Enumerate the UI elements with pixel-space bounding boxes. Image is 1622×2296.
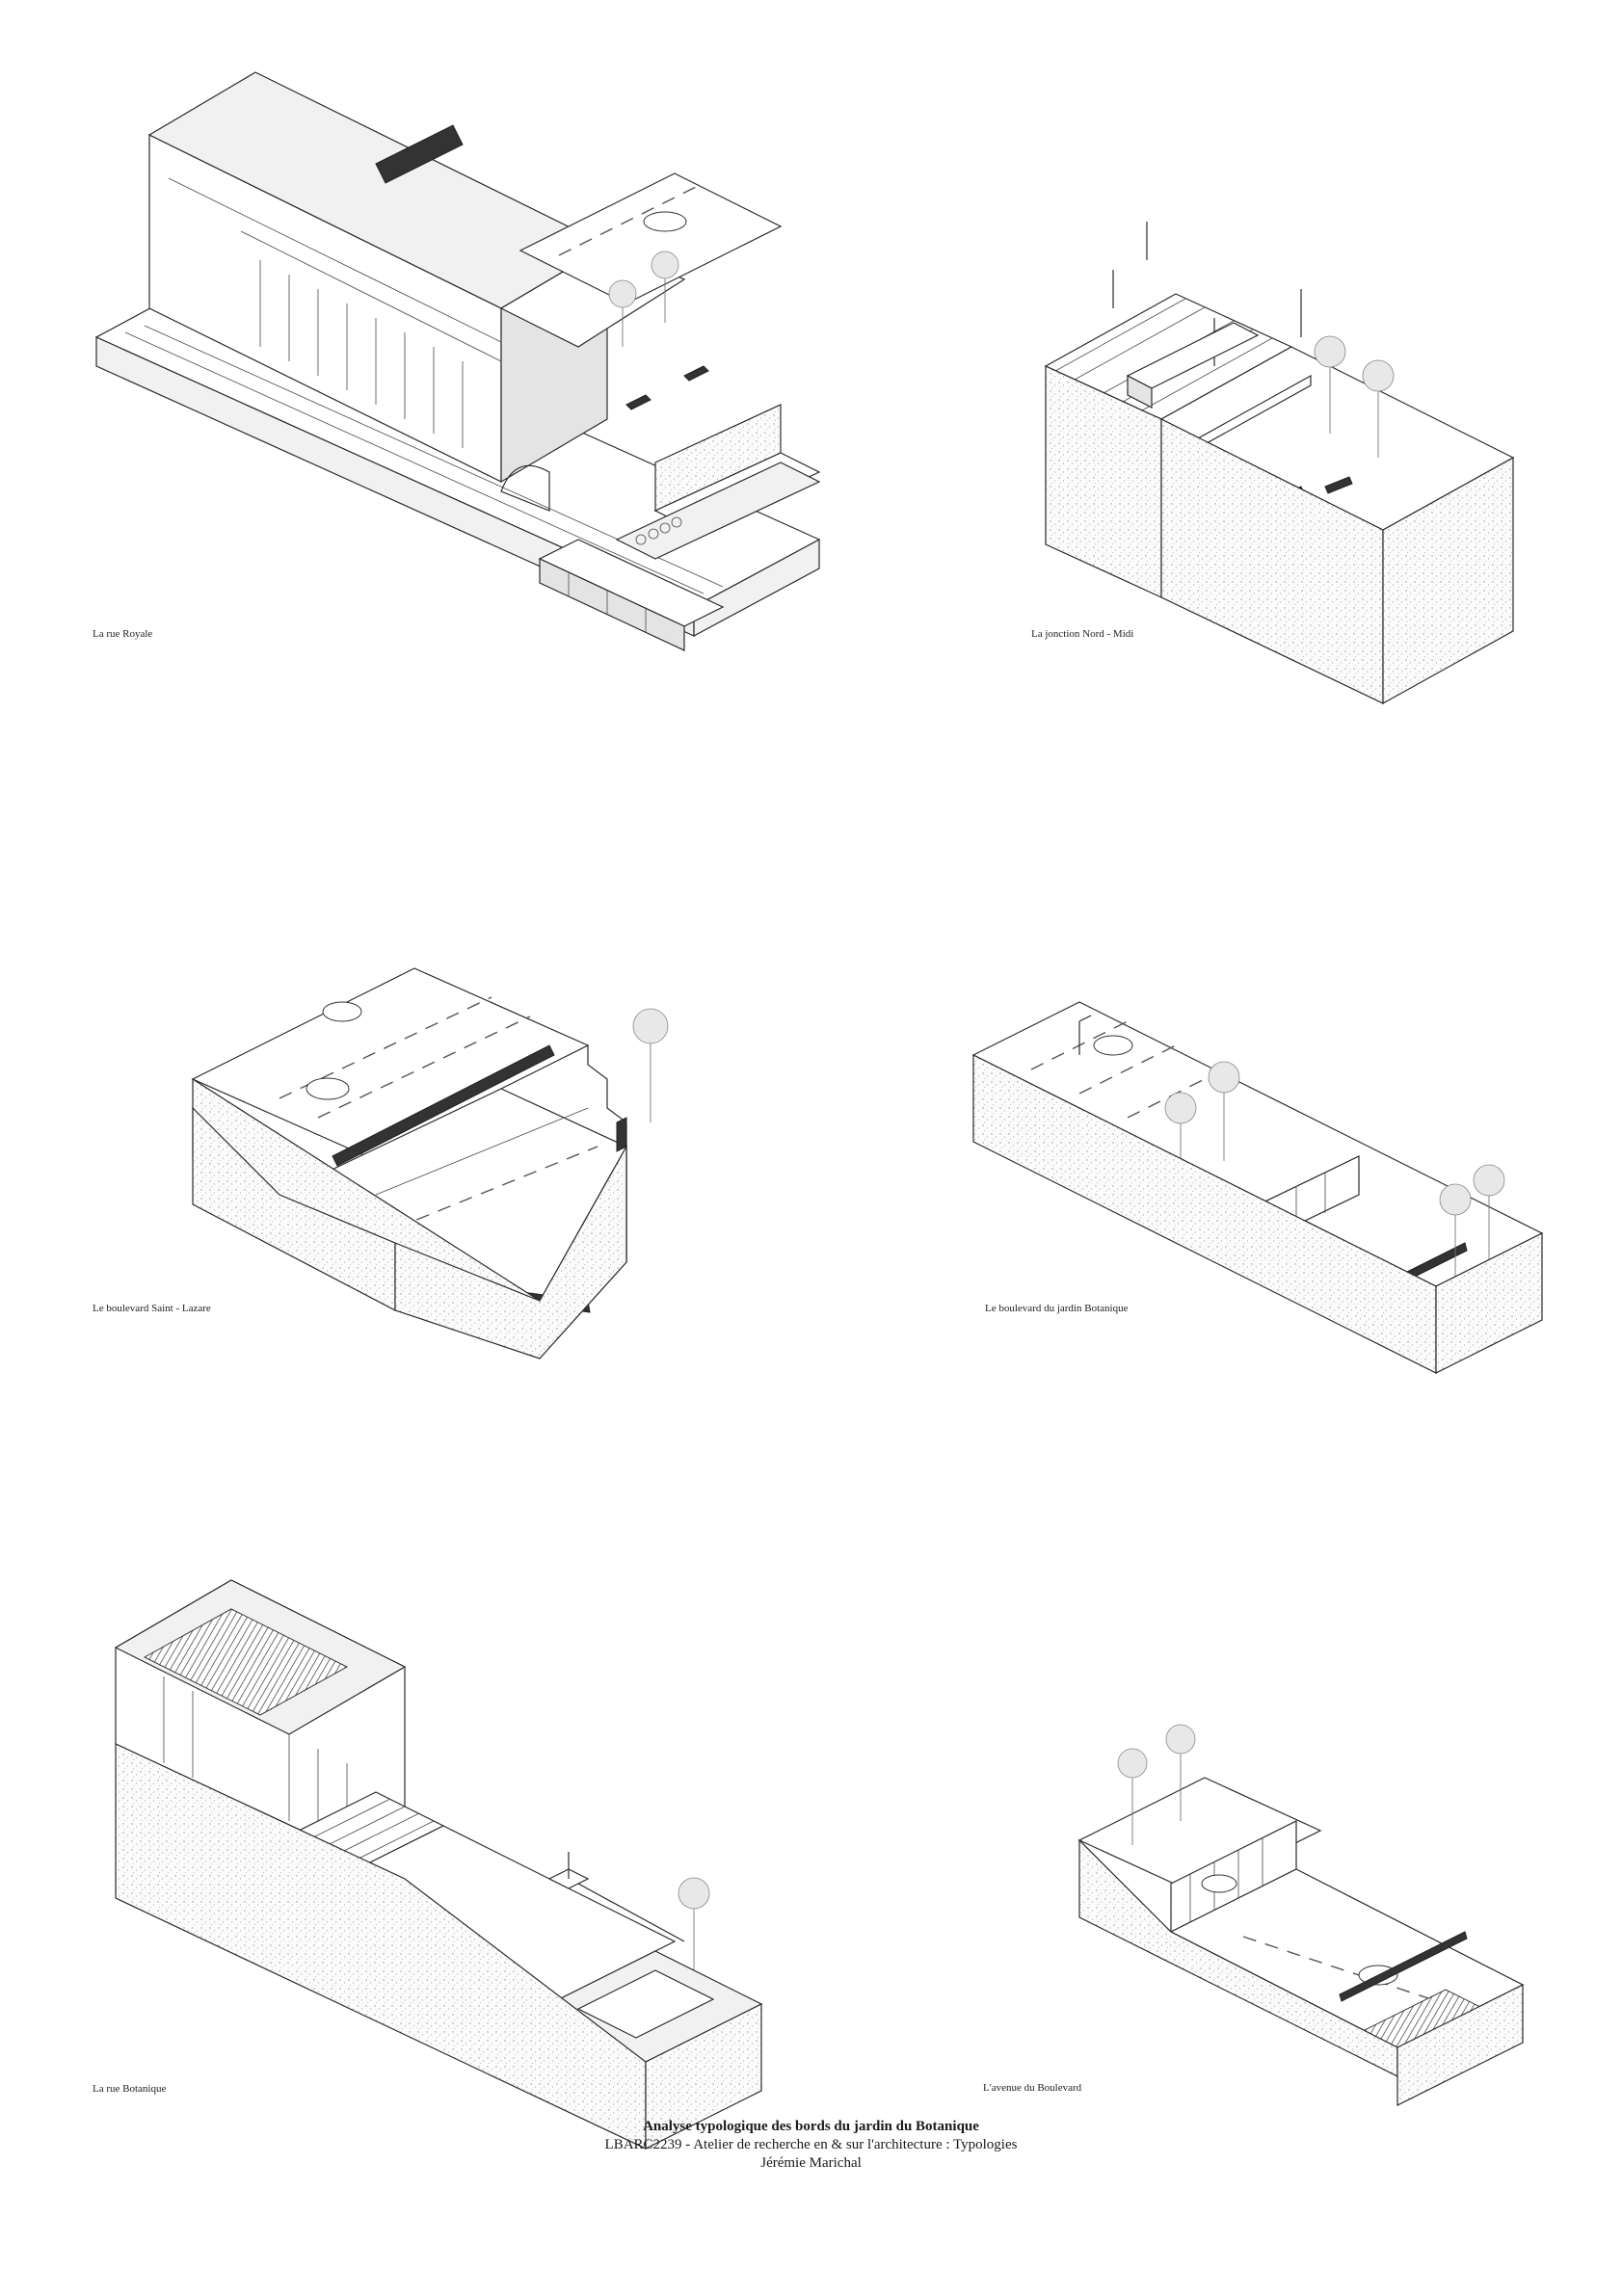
panel-caption: L'avenue du Boulevard [983,2082,1082,2094]
avenue-boulevard-axonometric [1077,1724,1525,2106]
car-icon [306,1001,362,1100]
panel-jonction: La jonction Nord - Midi [1031,222,1571,705]
train-icon [1126,322,1260,409]
rue-royale-axonometric [94,71,821,651]
jardin-botanique-axonometric [971,1001,1544,1374]
tree-icon [1314,335,1395,458]
panel-jardin-botanique: Le boulevard du jardin Botanique [964,1001,1581,1407]
jonction-axonometric [1044,222,1515,705]
tree-icon [632,1008,669,1122]
tree-icon [1164,1061,1505,1277]
tree-icon [608,251,679,347]
author-line: Jérémie Marichal [760,2155,862,2171]
rue-botanique-axonometric [114,1579,763,2150]
panel-caption: Le boulevard Saint - Lazare [93,1303,211,1314]
sheet-footer: Analyse typologique des bords du jardin … [0,2118,1622,2173]
saint-lazare-axonometric [191,967,669,1359]
panel-caption: La jonction Nord - Midi [1031,628,1134,640]
panel-rue-botanique: La rue Botanique [87,1570,790,2150]
car-icon [643,211,687,232]
panel-avenue-boulevard: L'avenue du Boulevard [983,1715,1581,2120]
tram-icon [538,539,725,651]
tree-icon [1117,1724,1196,1845]
sheet-title: Analyse typologique des bords du jardin … [643,2119,979,2134]
panel-saint-lazare: Le boulevard Saint - Lazare [87,954,713,1359]
panel-caption: Le boulevard du jardin Botanique [985,1303,1129,1314]
tree-icon [678,1877,710,1970]
panel-caption: La rue Botanique [93,2083,167,2095]
course-line: LBARC2239 - Atelier de recherche en & su… [604,2137,1018,2152]
panel-caption: La rue Royale [93,628,153,640]
panel-rue-royale: La rue Royale [87,58,838,732]
